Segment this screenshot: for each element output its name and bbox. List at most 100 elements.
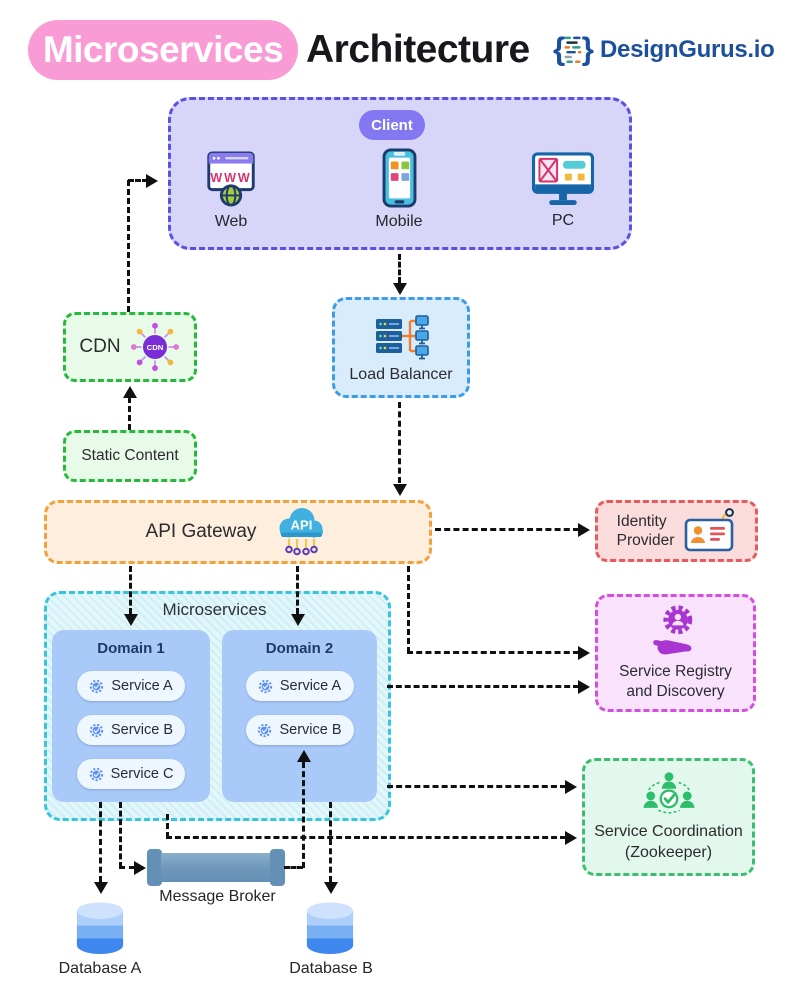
- gear-icon: [89, 723, 104, 737]
- svg-text:}: }: [582, 31, 594, 67]
- arrow-gateway-to-identity-line: [435, 528, 579, 531]
- team-check-icon: [643, 772, 694, 814]
- arrow-elbow-to-coordination-head: [565, 830, 577, 845]
- arrow-domain2-to-dbb-line: [329, 802, 332, 882]
- device-label-web: Web: [214, 213, 248, 230]
- service-label: Service B: [279, 722, 342, 738]
- mobile-phone-icon: [382, 148, 416, 208]
- cdn-icon-text: CDN: [146, 343, 163, 352]
- client-device-mobile: Mobile: [366, 148, 432, 231]
- client-device-pc: PC: [526, 152, 600, 230]
- device-label-mobile: Mobile: [375, 213, 423, 230]
- microservices-title: Microservices: [162, 600, 267, 619]
- database-b-label: Database B: [289, 960, 373, 977]
- service-coordination-box: Service Coordination (Zookeeper): [582, 758, 755, 876]
- arrow-domain1-to-broker-head: [134, 860, 146, 875]
- service-registry-box: Service Registry and Discovery: [595, 594, 756, 712]
- arrow-cdn-to-client-head: [146, 173, 158, 188]
- client-badge: Client: [359, 110, 425, 140]
- arrow-static-to-cdn-line: [128, 397, 131, 430]
- cdn-label: CDN: [79, 336, 121, 357]
- identity-provider-label: Identity Provider: [617, 512, 675, 551]
- client-device-web: WWW Web: [198, 150, 264, 231]
- arrow-elbow-to-coordination-hline: [166, 836, 566, 839]
- arrow-domain2-to-dbb-head: [323, 882, 338, 894]
- message-broker-left-cap: [147, 849, 162, 886]
- arrow-gateway-to-domain1-head: [123, 614, 138, 626]
- service-coordination-line1: Service Coordination: [594, 823, 743, 841]
- arrow-gateway-to-identity-head: [578, 522, 590, 537]
- service-registry-label: Service Registry and Discovery: [619, 662, 732, 702]
- arrow-microservices-to-coordination-line: [387, 785, 566, 788]
- service-pill-d1-c: Service C: [77, 759, 185, 789]
- service-coordination-label: Service Coordination (Zookeeper): [594, 822, 743, 864]
- device-label-pc: PC: [551, 212, 575, 229]
- identity-provider-line2: Provider: [616, 532, 675, 549]
- service-pill-d1-b: Service B: [77, 715, 185, 745]
- domain-2-box: Domain 2 Service A Service B: [222, 630, 377, 802]
- client-label: Client: [371, 116, 413, 134]
- service-label: Service C: [110, 766, 174, 782]
- message-broker-right-cap: [270, 849, 285, 886]
- code-braces-icon: { }: [553, 31, 594, 67]
- service-registry-line1: Service Registry: [619, 662, 732, 680]
- service-label: Service B: [110, 722, 174, 738]
- svg-text:{: {: [553, 31, 565, 67]
- domain-1-title: Domain 1: [97, 640, 165, 657]
- service-pill-d2-a: Service A: [245, 671, 354, 701]
- domain-2-title: Domain 2: [265, 640, 334, 657]
- service-coordination-line2: (Zookeeper): [624, 844, 713, 861]
- gear-icon: [90, 679, 104, 693]
- gear-icon: [89, 767, 103, 781]
- api-gateway-box: API Gateway API: [44, 500, 432, 564]
- arrow-gateway-to-registry-hline: [407, 651, 579, 654]
- arrow-domain1-to-dba-line: [99, 802, 102, 882]
- arrow-domain1-to-dba-head: [93, 882, 108, 894]
- api-icon-text: API: [291, 518, 313, 533]
- web-browser-icon: WWW: [207, 151, 255, 207]
- arrow-static-to-cdn-head: [122, 386, 137, 398]
- title-highlight-pill: Microservices: [28, 20, 298, 80]
- arrow-broker-to-domain2-head: [296, 750, 311, 762]
- api-cloud-icon: API: [279, 508, 324, 556]
- arrow-microservices-to-registry-line: [387, 685, 579, 688]
- arrow-domain1-to-broker-hline: [119, 866, 135, 869]
- arrow-gateway-to-domain1-line: [129, 566, 132, 614]
- arrow-microservices-to-registry-head: [578, 679, 590, 694]
- identity-provider-line1: Identity: [616, 512, 667, 530]
- service-label: Service A: [111, 678, 173, 694]
- arrow-client-to-lb-head: [392, 283, 407, 295]
- message-broker-label: Message Broker: [159, 888, 276, 905]
- id-card-icon: [685, 508, 735, 552]
- arrow-gateway-to-registry-vline: [407, 566, 410, 653]
- arrow-broker-to-domain2-vline: [302, 762, 305, 868]
- arrow-gateway-to-domain2-head: [290, 614, 305, 626]
- cdn-network-icon: CDN: [130, 322, 179, 372]
- arrow-elbow-to-coordination-vline: [166, 814, 169, 838]
- load-balancer-label: Load Balancer: [349, 365, 453, 383]
- load-balancer-icon: [376, 314, 429, 359]
- brand-logo: { } DesignGurus.io: [552, 28, 775, 72]
- title-highlight: Microservices: [42, 29, 284, 70]
- arrow-cdn-to-client-hline: [128, 179, 148, 182]
- gear-hand-icon: [652, 605, 692, 655]
- arrow-client-to-lb-line: [398, 254, 401, 283]
- cdn-box: CDN CDN: [63, 312, 197, 382]
- service-pill-d2-b: Service B: [245, 715, 354, 745]
- arrow-lb-to-gateway-line: [398, 402, 401, 483]
- gear-icon: [258, 679, 273, 693]
- static-content-box: Static Content: [63, 430, 197, 482]
- static-content-label: Static Content: [81, 447, 179, 464]
- database-a-label: Database A: [58, 960, 142, 977]
- arrow-domain1-to-broker-vline: [119, 802, 122, 868]
- title-rest: Architecture: [306, 28, 530, 71]
- service-pill-d1-a: Service A: [77, 671, 185, 701]
- desktop-monitor-icon: [531, 152, 595, 206]
- load-balancer-box: Load Balancer: [332, 297, 470, 398]
- arrow-gateway-to-domain2-line: [296, 566, 299, 614]
- database-a-icon: [76, 902, 124, 955]
- arrow-cdn-to-client-vline: [127, 180, 130, 312]
- message-broker-pipe: [161, 853, 271, 882]
- service-label: Service A: [279, 678, 342, 694]
